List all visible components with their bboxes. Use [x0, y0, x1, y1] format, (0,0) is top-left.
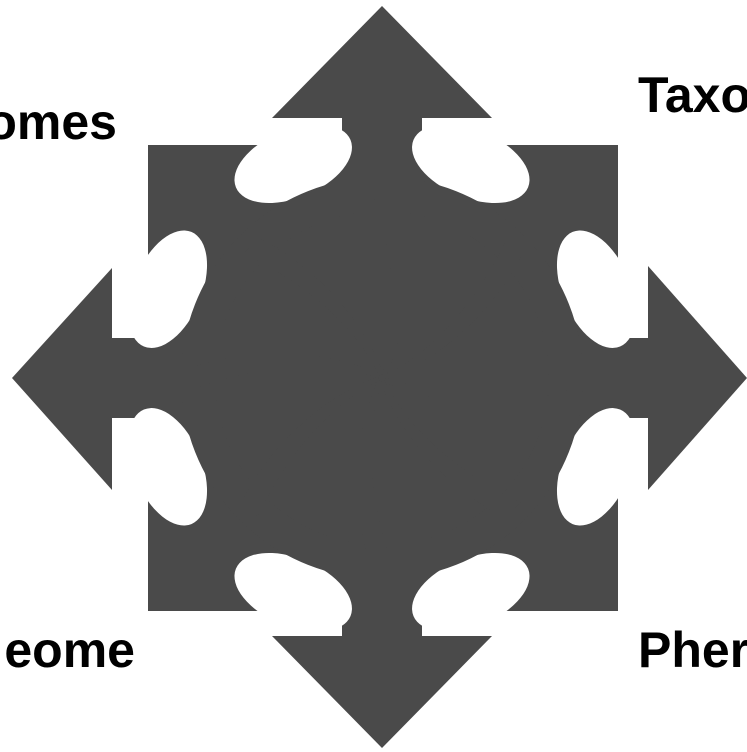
label-bottom-left: eome — [4, 625, 135, 675]
label-top-right: Taxo — [638, 70, 747, 120]
label-top-left: omes — [0, 97, 117, 147]
label-bottom-right: Pher — [638, 625, 747, 675]
